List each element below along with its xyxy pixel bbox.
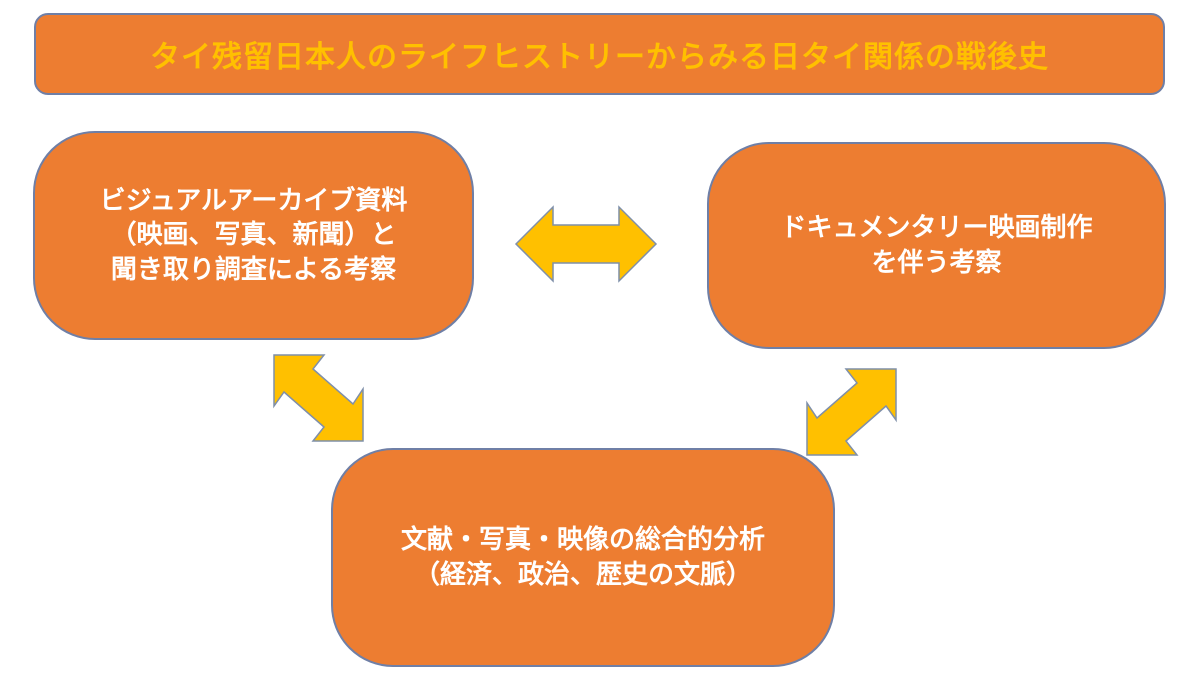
node-comprehensive-analysis: 文献・写真・映像の総合的分析 （経済、政治、歴史の文脈） xyxy=(331,448,835,667)
diagram-title: タイ残留日本人のライフヒストリーからみる日タイ関係の戦後史 xyxy=(150,40,1049,75)
double-arrow-horizontal xyxy=(514,205,658,283)
double-arrow-diagonal-left xyxy=(273,354,364,442)
title-banner: タイ残留日本人のライフヒストリーからみる日タイ関係の戦後史 xyxy=(34,13,1165,95)
node-visual-archive-research: ビジュアルアーカイブ資料 （映画、写真、新聞）と 聞き取り調査による考察 xyxy=(33,131,474,340)
node-documentary-film-production: ドキュメンタリー映画制作 を伴う考察 xyxy=(707,142,1166,349)
node-documentary-film-production-label: ドキュメンタリー映画制作 を伴う考察 xyxy=(780,213,1093,278)
double-arrow-diagonal-right xyxy=(806,368,897,456)
node-visual-archive-research-label: ビジュアルアーカイブ資料 （映画、写真、新聞）と 聞き取り調査による考察 xyxy=(99,186,408,285)
node-comprehensive-analysis-label: 文献・写真・映像の総合的分析 （経済、政治、歴史の文脈） xyxy=(400,525,765,590)
